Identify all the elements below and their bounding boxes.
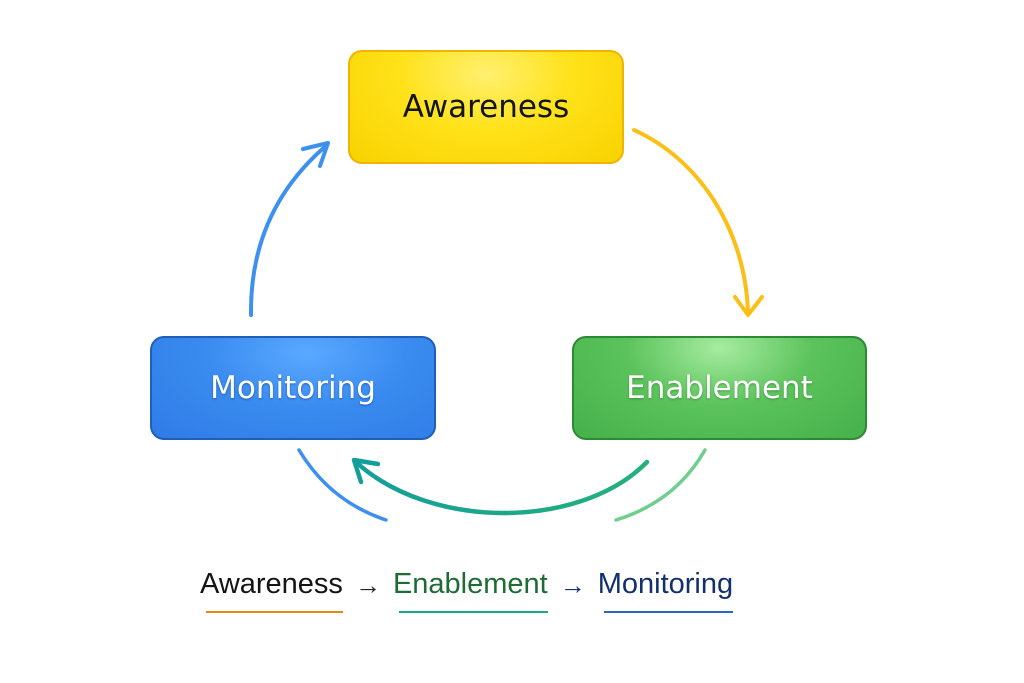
caption-enablement-text: Enablement [392,568,548,600]
caption-awareness-underline [206,611,343,613]
node-enablement: Enablement [572,336,867,440]
caption-monitoring-text: Monitoring [597,568,734,600]
decorative-arc-left [297,448,388,522]
arrow-awareness-to-enablement [632,128,750,314]
node-monitoring: Monitoring [150,336,436,440]
arrowhead-monitoring-to-awareness [301,141,330,168]
caption-enablement-underline [398,611,548,613]
arrowhead-enablement-to-monitoring [351,457,381,485]
arrow-enablement-to-monitoring [353,459,650,516]
sequence-caption: Awareness → Enablement → Monitoring [200,568,820,618]
node-awareness: Awareness [348,50,624,164]
caption-arrow-icon: → [354,570,381,600]
arrowhead-awareness-to-enablement [733,295,764,317]
caption-monitoring-underline [603,611,734,613]
caption-awareness-text: Awareness [200,568,343,600]
node-awareness-label: Awareness [402,89,570,125]
caption-monitoring: Monitoring [597,568,734,613]
caption-arrow-icon: → [559,570,586,600]
node-enablement-label: Enablement [626,370,813,406]
caption-awareness: Awareness [200,568,343,613]
decorative-arc-right [614,448,707,522]
arrow-monitoring-to-awareness [248,143,329,317]
node-monitoring-label: Monitoring [210,370,376,406]
caption-enablement: Enablement [393,568,548,613]
